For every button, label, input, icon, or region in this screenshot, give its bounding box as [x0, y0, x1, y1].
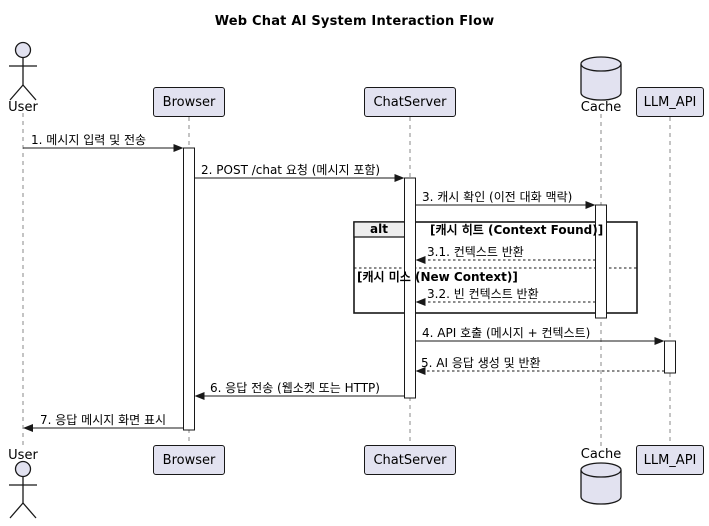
message-arrow-3-1: [415, 256, 596, 264]
message-arrows: [23, 144, 665, 432]
message-arrow-2: [194, 174, 405, 182]
user-actor-icon-bottom: [9, 460, 37, 519]
message-arrow-1: [23, 144, 184, 152]
participant-llm-api-bottom: LLM_API: [636, 445, 704, 475]
participant-user-bottom-label: User: [8, 448, 38, 463]
message-label-3-1: 3.1. 컨텍스트 반환: [427, 245, 524, 259]
message-arrow-7: [23, 424, 184, 432]
alt-fragment-frame: [353, 221, 638, 314]
database-icon-bottom: [580, 462, 622, 505]
participant-browser-bottom: Browser: [153, 445, 225, 475]
participant-cache-top-label: Cache: [580, 100, 622, 115]
message-label-7: 7. 응답 메시지 화면 표시: [40, 413, 167, 427]
message-arrow-3-2: [415, 298, 596, 306]
message-label-5: 5. AI 응답 생성 및 반환: [421, 356, 541, 370]
alt-condition-hit-label: [캐시 히트 (Context Found)]: [430, 223, 604, 237]
database-icon: [580, 56, 622, 101]
alt-condition-miss-label: [캐시 미스 (New Context)]: [357, 270, 518, 284]
participant-chatserver-top: ChatServer: [364, 87, 456, 117]
activation-bar-chatserver: [404, 177, 416, 399]
activation-bar-browser: [183, 147, 195, 431]
participant-cache-bottom-label: Cache: [580, 447, 622, 462]
message-arrow-3: [415, 201, 596, 209]
message-label-2: 2. POST /chat 요청 (메시지 포함): [201, 163, 381, 177]
participant-browser-top: Browser: [153, 87, 225, 117]
activation-bar-llm-api: [664, 340, 676, 374]
message-arrow-5: [415, 367, 665, 375]
message-label-4: 4. API 호출 (메시지 + 컨텍스트): [422, 326, 591, 340]
message-label-3: 3. 캐시 확인 (이전 대화 맥락): [422, 190, 573, 204]
activation-bars: [183, 147, 676, 431]
alt-operator-label: alt: [370, 222, 388, 236]
participant-llm-api-top: LLM_API: [636, 87, 704, 117]
activation-bar-cache: [595, 204, 607, 319]
message-label-6: 6. 응답 전송 (웹소켓 또는 HTTP): [210, 381, 380, 395]
message-label-1: 1. 메시지 입력 및 전송: [31, 133, 147, 147]
message-arrow-4: [415, 337, 665, 345]
diagram-title: Web Chat AI System Interaction Flow: [214, 14, 495, 29]
participant-chatserver-bottom: ChatServer: [364, 445, 456, 475]
user-actor-icon: [9, 41, 37, 101]
message-arrow-6: [194, 392, 405, 400]
message-label-3-2: 3.2. 빈 컨텍스트 반환: [427, 287, 539, 301]
participant-user-top-label: User: [8, 100, 38, 115]
